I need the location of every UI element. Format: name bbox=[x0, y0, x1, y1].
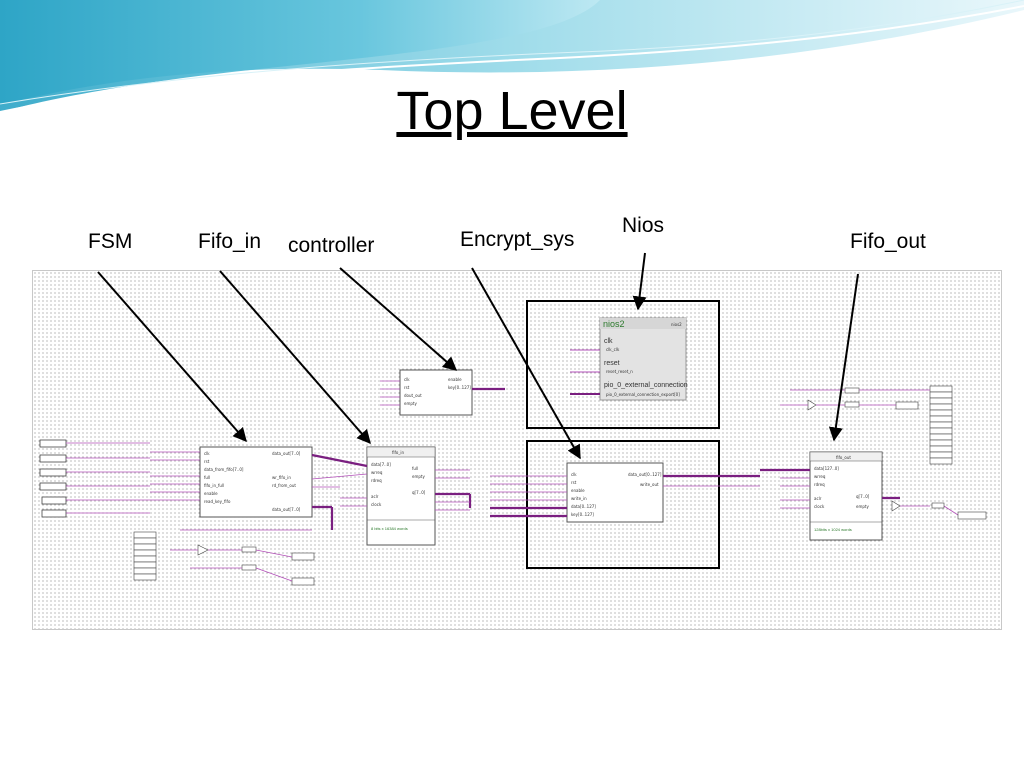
slide-title: Top Level bbox=[396, 81, 628, 141]
schematic-canvas bbox=[32, 270, 1002, 630]
label-controller: controller bbox=[288, 234, 375, 257]
wave-front bbox=[0, 0, 600, 112]
label-fifo-out: Fifo_out bbox=[850, 230, 926, 253]
label-nios: Nios bbox=[622, 214, 665, 237]
label-encrypt-sys: Encrypt_sys bbox=[460, 228, 575, 251]
label-fsm: FSM bbox=[88, 230, 133, 253]
header-wave bbox=[0, 0, 1024, 113]
wave-stroke-thin bbox=[0, 0, 1024, 105]
wave-stroke bbox=[0, 5, 1024, 113]
label-fifo-in: Fifo_in bbox=[198, 230, 262, 253]
